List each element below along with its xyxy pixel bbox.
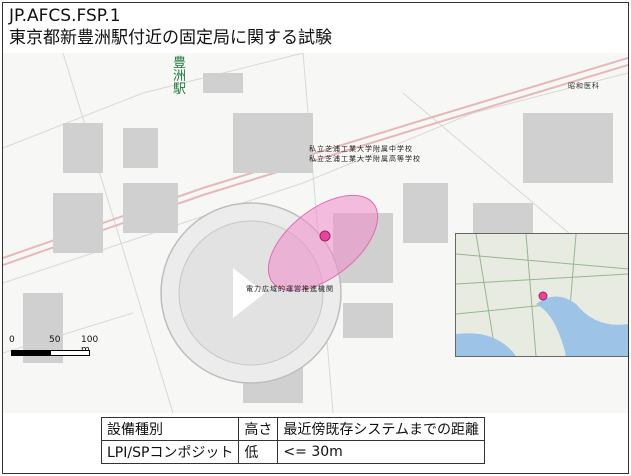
cell-equipment-type: LPI/SPコンポジット xyxy=(100,440,240,464)
bay-water xyxy=(536,296,628,356)
header-distance: 最近傍既存システムまでの距離 xyxy=(277,417,486,441)
cell-distance: <= 30m xyxy=(277,440,486,464)
stadium-label: 電力広域的運営推進機関 xyxy=(246,285,334,293)
overview-inset-map xyxy=(455,233,628,357)
scale-bar: 0 50 100 m xyxy=(9,335,109,363)
station-marker xyxy=(319,230,331,242)
header-equipment-type: 設備種別 xyxy=(100,417,240,441)
title-description: 東京都新豊洲駅付近の固定局に関する試験 xyxy=(9,28,332,48)
station-char-2: 洲 xyxy=(173,69,187,84)
inset-svg xyxy=(456,234,628,356)
scale-label-0: 0 xyxy=(9,335,15,345)
station-char-1: 豊 xyxy=(173,56,187,71)
equipment-table: 設備種別 高さ 最近傍既存システムまでの距離 LPI/SPコンポジット 低 <=… xyxy=(100,417,486,464)
table-row: LPI/SPコンポジット 低 <= 30m xyxy=(100,440,486,464)
top-right-label: 昭和医科 xyxy=(568,82,600,90)
title-code: JP.AFCS.FSP.1 xyxy=(9,6,121,26)
station-label: 豊 洲 駅 xyxy=(173,57,186,96)
stadium-marker xyxy=(233,268,265,318)
coverage-ellipse xyxy=(267,194,379,292)
header-height: 高さ xyxy=(238,417,279,441)
school-label-1: 私立芝浦工業大学附属中学校 xyxy=(309,145,413,153)
cell-height: 低 xyxy=(238,440,279,464)
inset-marker xyxy=(538,291,548,301)
scale-label-50: 50 xyxy=(49,335,61,345)
station-char-3: 駅 xyxy=(173,82,187,97)
table-header-row: 設備種別 高さ 最近傍既存システムまでの距離 xyxy=(100,417,486,441)
school-label-2: 私立芝浦工業大学附属高等学校 xyxy=(309,155,421,163)
scale-segment-1 xyxy=(11,350,51,356)
page-title: JP.AFCS.FSP.1 東京都新豊洲駅付近の固定局に関する試験 xyxy=(9,5,332,49)
scale-segment-2 xyxy=(50,350,90,356)
